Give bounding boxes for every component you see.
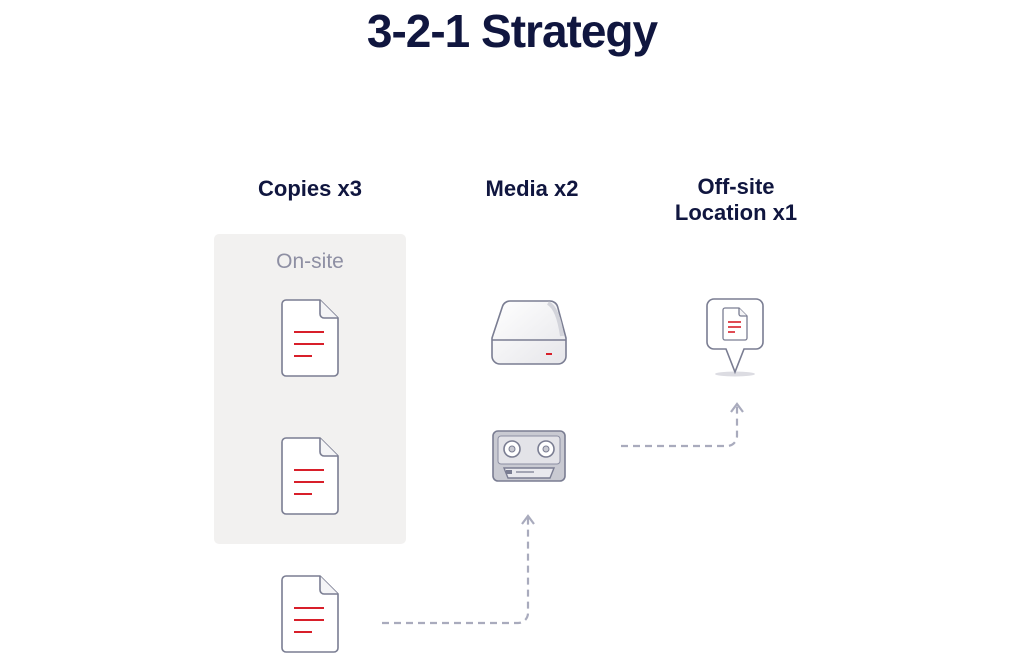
column-heading-offsite-line1: Off-site: [697, 174, 775, 199]
hard-drive-icon: [488, 298, 570, 368]
tape-cartridge-icon: [490, 428, 568, 486]
document-icon: [280, 574, 342, 654]
column-heading-copies: Copies x3: [258, 176, 362, 201]
location-pin-icon: [704, 296, 766, 380]
column-heading-offsite-line2: Location x1: [674, 200, 798, 225]
document-icon: [722, 307, 748, 341]
document-icon: [280, 298, 342, 378]
onsite-label: On-site: [276, 250, 344, 273]
page-title: 3-2-1 Strategy: [366, 5, 658, 57]
column-heading-offsite: Off-site Location x1: [636, 174, 836, 226]
document-icon: [280, 436, 342, 516]
dashed-arrow-to-offsite: [620, 400, 750, 452]
column-heading-media: Media x2: [485, 176, 579, 201]
dashed-arrow-to-media: [380, 512, 540, 632]
